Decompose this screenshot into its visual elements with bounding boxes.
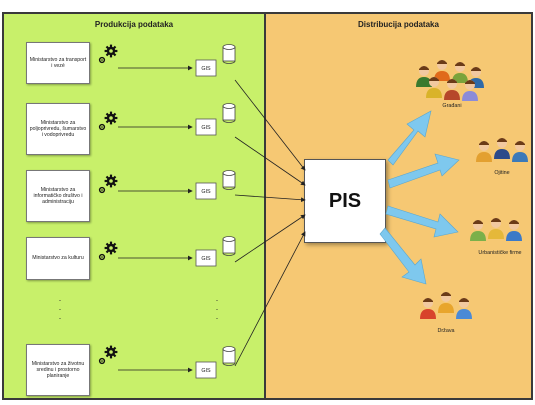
gis-label: GIS	[201, 368, 211, 374]
ministry-box-culture: Ministarstvo za kulturu	[26, 237, 90, 280]
blue-arrow-state	[379, 227, 427, 285]
blue-arrow-institutions	[387, 153, 460, 189]
data-production-title: Produkcija podataka	[94, 20, 174, 29]
gis-label: GIS	[201, 256, 211, 262]
firms-label: Urbanističke firme	[478, 250, 522, 256]
ellipsis-dots-left: ···	[58, 295, 62, 323]
ministry-box-agriculture: Ministarstvo za poljoprivredu, šumarstvo…	[26, 103, 90, 155]
ellipsis-dots-right: ···	[215, 295, 219, 323]
institutions-people-icon	[476, 138, 528, 162]
ministry-box-environment: Ministarstvo za životnu sredinu i prosto…	[26, 344, 90, 396]
citizens-label: Građani	[442, 103, 462, 109]
institutions-label: Ojitine	[494, 170, 510, 176]
gear-icon	[98, 44, 118, 64]
pis-label: PIS	[328, 189, 362, 212]
blue-arrow-firms	[385, 205, 459, 238]
blue-arrow-citizens	[387, 110, 432, 166]
gear-icon	[98, 111, 118, 131]
gis-label: GIS	[201, 125, 211, 131]
gear-icon	[98, 241, 118, 261]
state-people-icon	[420, 292, 472, 319]
gis-label: GIS	[201, 66, 211, 72]
pis-center-box: PIS	[304, 159, 386, 243]
gis-label: GIS	[201, 189, 211, 195]
ministry-box-transport: Ministarstvo za transport i vezé	[26, 42, 90, 84]
data-distribution-title: Distribucija podataka	[358, 20, 439, 29]
gear-icon	[98, 174, 118, 194]
ministry-box-informatics: Ministarstvo za informatičko društvo i a…	[26, 170, 90, 222]
gear-icon	[98, 345, 118, 365]
state-label: Državа	[437, 328, 455, 334]
firms-people-icon	[470, 218, 522, 241]
citizens-people-icon	[416, 60, 484, 101]
